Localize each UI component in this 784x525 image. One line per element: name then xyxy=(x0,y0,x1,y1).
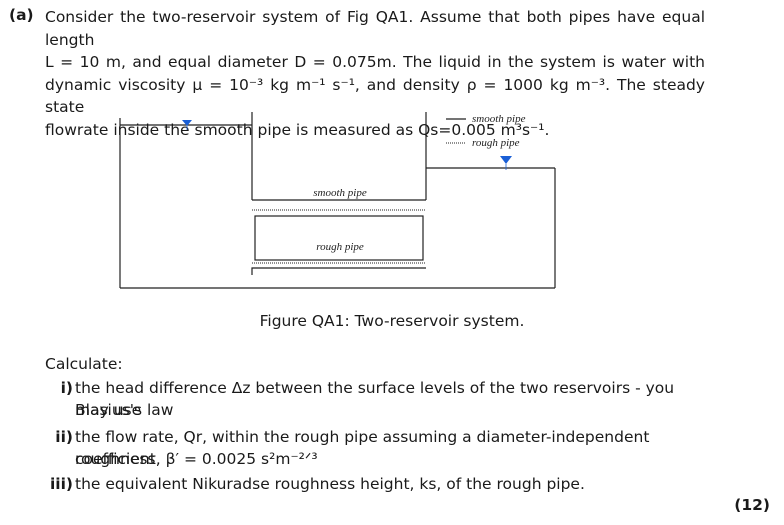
figure-caption: Figure QA1: Two-reservoir system. xyxy=(259,312,525,330)
rough-pipe-bottom-wall xyxy=(251,267,426,275)
calculate-heading: Calculate: xyxy=(45,355,123,373)
legend-rough-label: rough pipe xyxy=(472,137,520,149)
intro-line: L = 10 m, and equal diameter D = 0.075m.… xyxy=(45,53,705,71)
two-reservoir-diagram: smooth pipe rough pipe smooth pipe rough… xyxy=(119,112,556,289)
question-intro: Consider the two-reservoir system of Fig… xyxy=(45,6,705,141)
part-text-line: the flow rate, Qr, within the rough pipe… xyxy=(75,428,650,468)
rough-pipe-block xyxy=(254,215,424,261)
part-text-line: coefficient, β′ = 0.0025 s²m⁻²ᐟ³ xyxy=(75,450,318,468)
part-number: i) xyxy=(60,379,73,397)
part-number: iii) xyxy=(49,475,73,493)
right-water-level-marker xyxy=(500,156,512,164)
marks: (12) xyxy=(734,496,770,514)
left-water-level-marker xyxy=(182,120,192,126)
part-number: ii) xyxy=(55,428,73,446)
part-text-line: the equivalent Nikuradse roughness heigh… xyxy=(75,475,585,493)
intro-line: Consider the two-reservoir system of Fig… xyxy=(45,8,705,49)
intro-line: dynamic viscosity μ = 10⁻³ kg m⁻¹ s⁻¹, a… xyxy=(45,75,705,117)
part-text-line: the head difference Δz between the surfa… xyxy=(75,379,675,419)
part-text-line: Blasius's law xyxy=(75,401,174,419)
legend-smooth-label: smooth pipe xyxy=(472,113,526,125)
rough-pipe-label: rough pipe xyxy=(316,241,364,253)
question-label: (a) xyxy=(9,6,34,24)
smooth-pipe-label: smooth pipe xyxy=(313,187,367,199)
